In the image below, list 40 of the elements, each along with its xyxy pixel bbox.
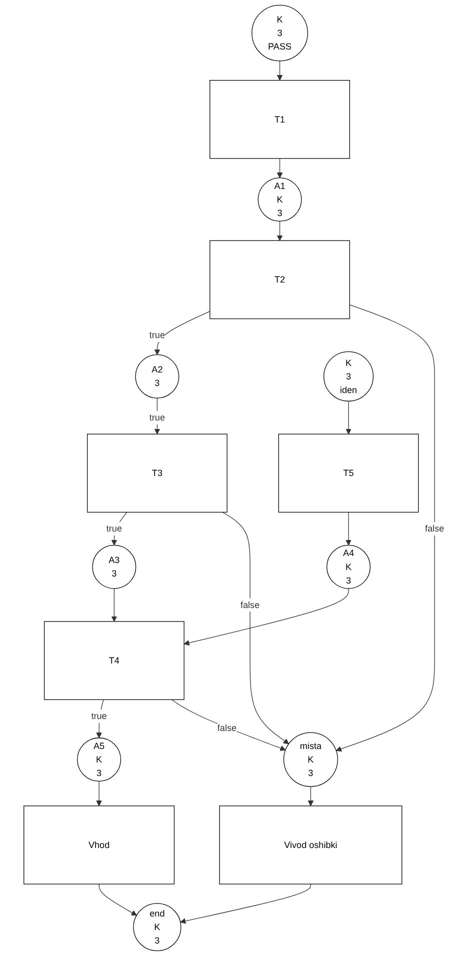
node-circle bbox=[77, 738, 122, 782]
edge-label: false bbox=[425, 523, 444, 534]
node-box bbox=[86, 434, 228, 513]
node-circle bbox=[326, 544, 371, 589]
node-circle bbox=[133, 903, 182, 952]
arrow bbox=[96, 780, 102, 806]
node-circle bbox=[283, 732, 338, 787]
node-circle bbox=[135, 354, 180, 398]
arrow bbox=[171, 699, 286, 751]
arrow bbox=[154, 398, 160, 434]
arrow bbox=[98, 884, 137, 916]
node-box bbox=[210, 240, 350, 320]
arrow bbox=[111, 588, 118, 622]
node-box bbox=[210, 80, 350, 159]
arrow bbox=[346, 400, 352, 434]
arrow bbox=[154, 311, 210, 355]
arrow bbox=[276, 220, 283, 241]
edge-label: true bbox=[149, 412, 165, 422]
edge-label: true bbox=[149, 330, 165, 340]
node-box bbox=[24, 806, 175, 884]
node-circle bbox=[252, 4, 308, 62]
node-box bbox=[219, 806, 402, 884]
arrow bbox=[222, 512, 290, 744]
arrow bbox=[180, 884, 312, 924]
node-circle bbox=[324, 351, 374, 402]
arrow bbox=[336, 304, 435, 752]
node-circle bbox=[258, 178, 302, 222]
node-circle bbox=[92, 544, 136, 589]
arrow bbox=[276, 158, 283, 178]
edge-label: true bbox=[106, 523, 122, 534]
edge-label: false bbox=[217, 722, 237, 733]
node-box bbox=[278, 434, 419, 513]
node-box bbox=[44, 621, 184, 700]
arrow bbox=[184, 588, 349, 646]
arrow bbox=[96, 699, 104, 738]
arrow bbox=[276, 60, 283, 81]
arrow bbox=[346, 512, 352, 546]
edge-label: true bbox=[91, 710, 107, 721]
edge-label: false bbox=[240, 600, 260, 610]
arrow bbox=[308, 786, 314, 806]
